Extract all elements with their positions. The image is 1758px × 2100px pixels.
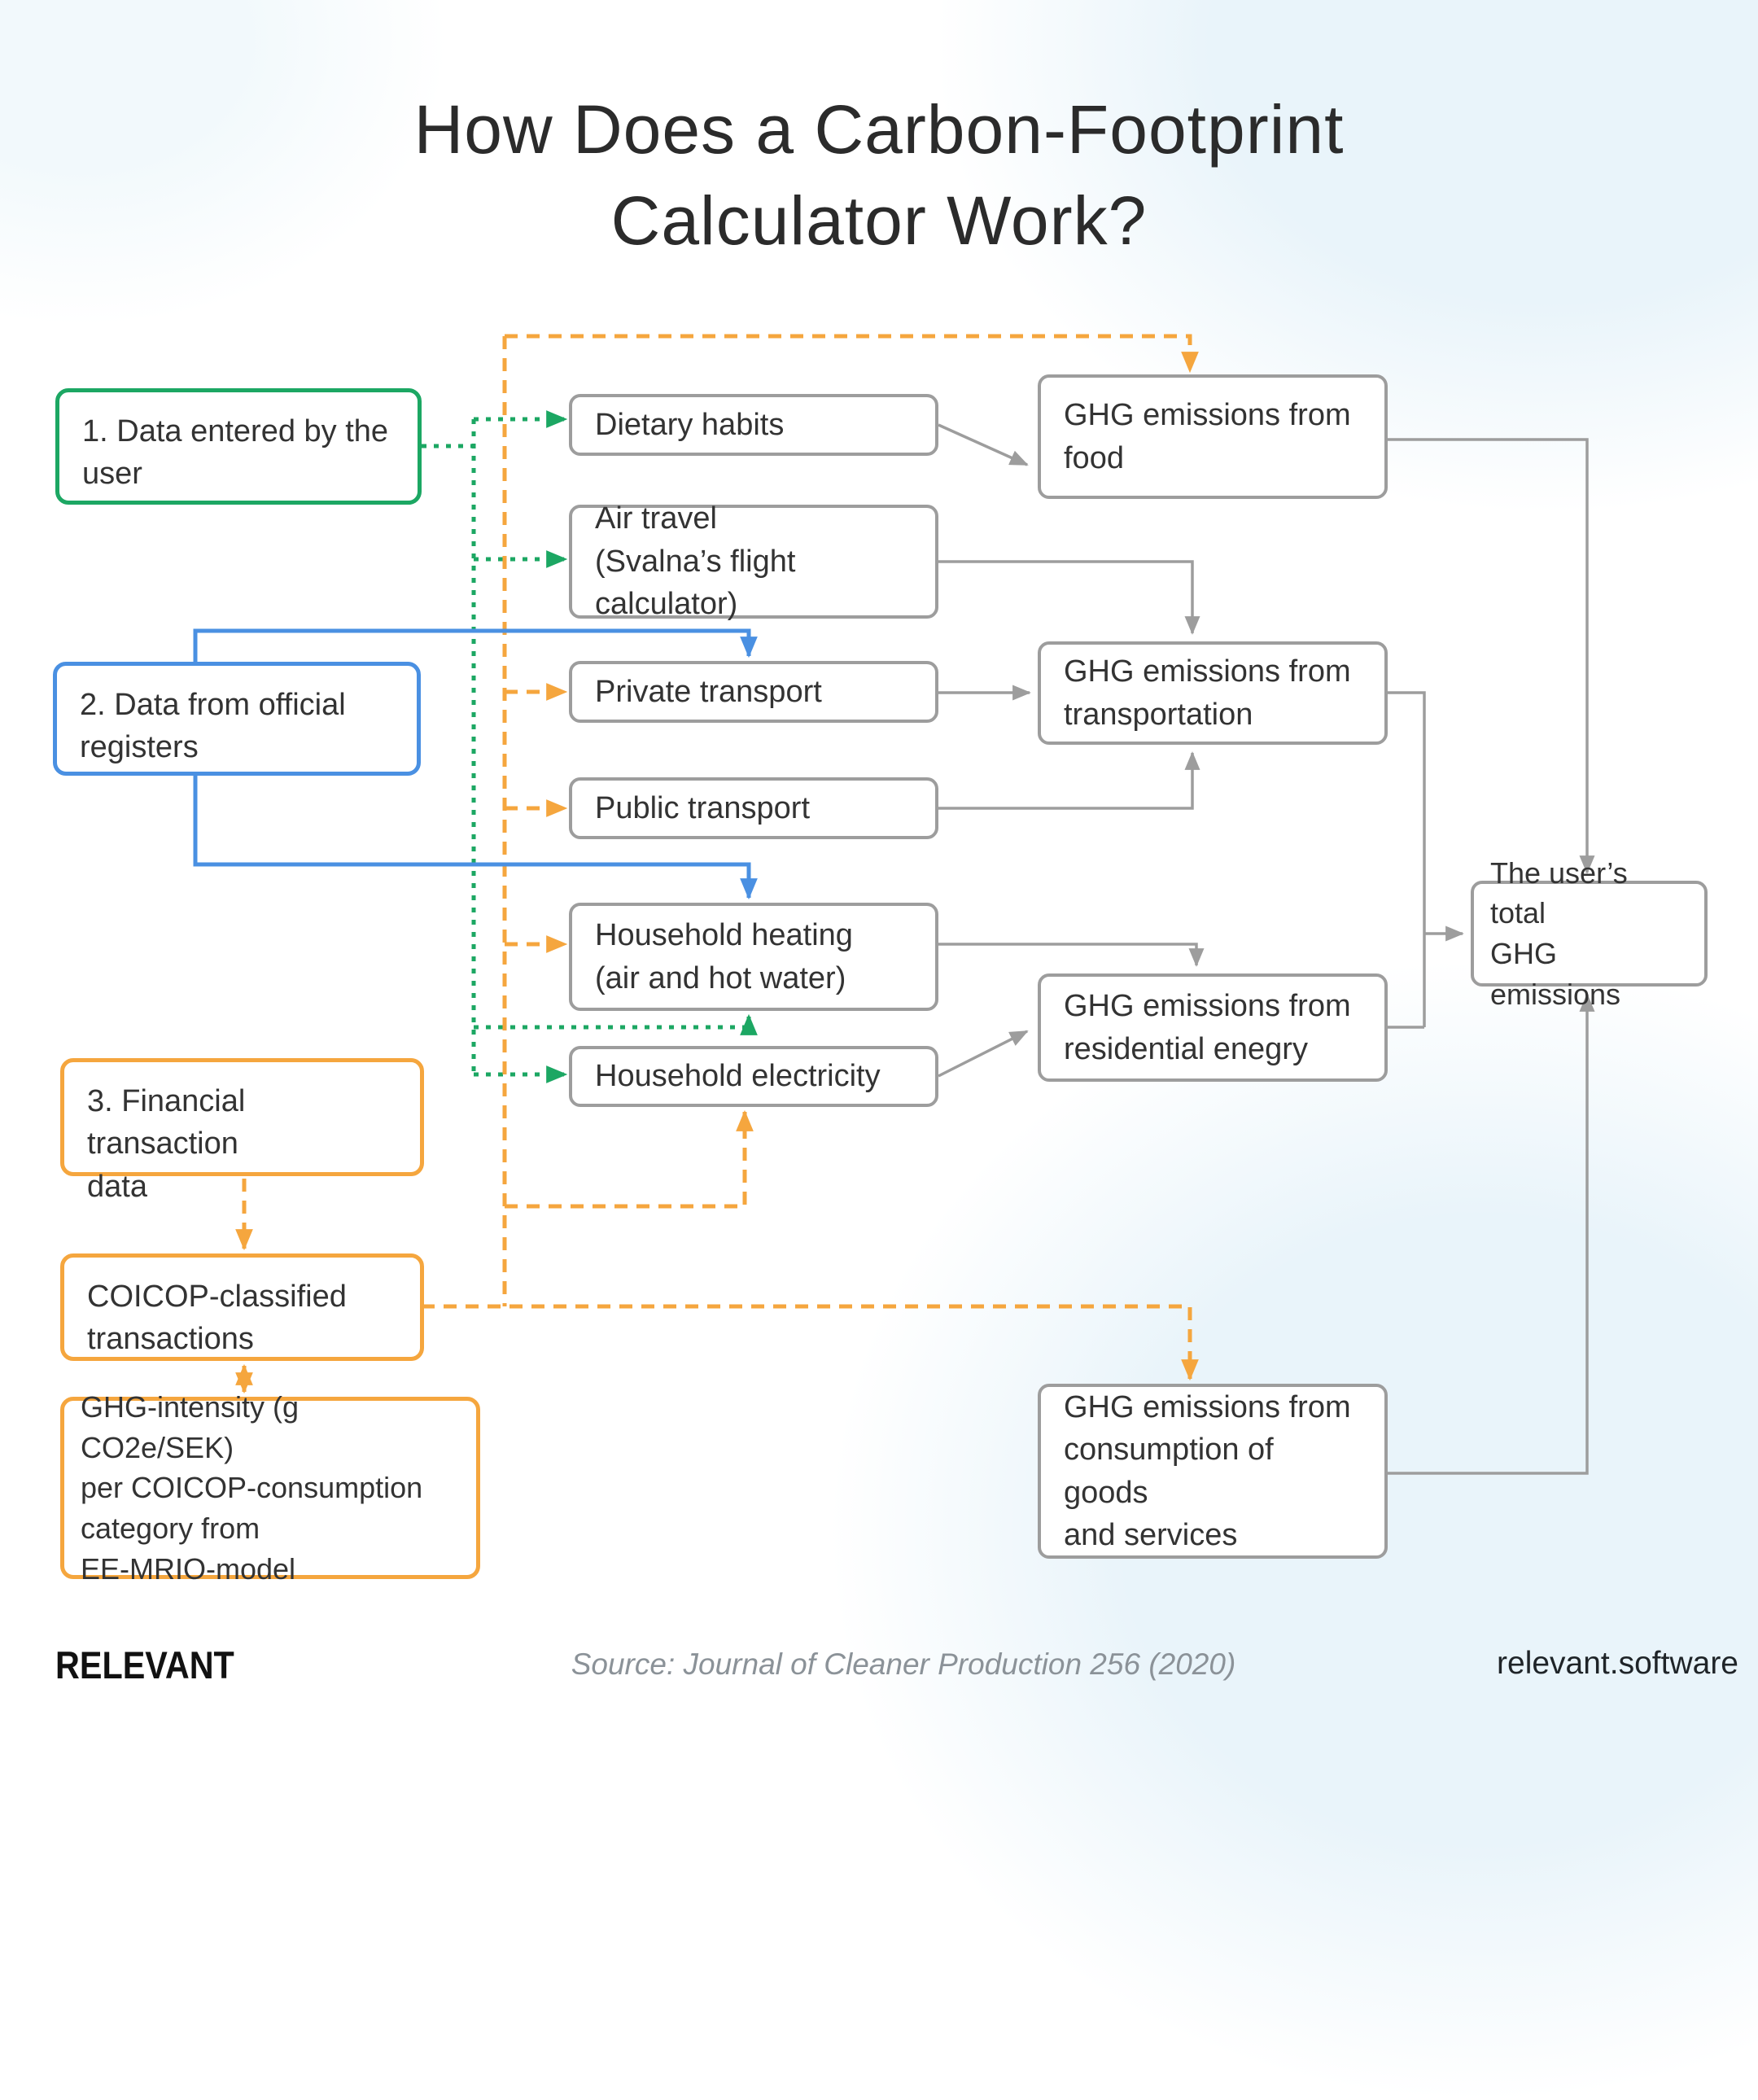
box-financial-transaction-data: 3. Financial transaction data — [60, 1058, 424, 1204]
box-ghg-emissions-consumption: GHG emissions from consumption of goods … — [1038, 1384, 1388, 1559]
gray-electricity-to-residential — [938, 1030, 1029, 1078]
green-to-household-heating — [474, 1013, 758, 1035]
brand-logo-relevant: RELEVANT — [55, 1643, 234, 1687]
gray-food-to-total — [1388, 438, 1595, 874]
gray-edges — [938, 423, 1595, 1475]
box-household-heating: Household heating (air and hot water) — [569, 903, 938, 1011]
blue-registers-to-household-heating — [193, 776, 758, 900]
gray-dietary-to-food — [938, 423, 1029, 466]
orange-top-to-ghg-food — [505, 334, 1199, 374]
box-user-total-ghg-emissions: The user’s total GHG emissions — [1471, 856, 1708, 1011]
gray-heating-to-residential — [938, 943, 1205, 967]
box-ghg-intensity-ee-mrio: GHG-intensity (g CO2e/SEK) per COICOP-co… — [60, 1390, 480, 1586]
green-edges — [422, 410, 758, 1083]
box-coicop-classified-transactions: COICOP-classified transactions — [60, 1253, 424, 1361]
blue-edges — [193, 628, 758, 900]
gray-consumption-to-total — [1388, 993, 1595, 1475]
box-data-entered-by-user: 1. Data entered by the user — [55, 388, 422, 505]
orange-to-household-electricity — [505, 1109, 754, 1209]
source-citation: Source: Journal of Cleaner Production 25… — [571, 1647, 1236, 1681]
orange-edges — [235, 334, 1199, 1394]
page-title: How Does a Carbon-Footprint Calculator W… — [413, 91, 1345, 259]
box-household-electricity: Household electricity — [569, 1046, 938, 1107]
flow-edges — [193, 334, 1595, 1475]
box-private-transport: Private transport — [569, 661, 938, 723]
website-link: relevant.software — [1497, 1646, 1738, 1681]
box-ghg-emissions-transportation: GHG emissions from transportation — [1038, 641, 1388, 745]
box-ghg-emissions-residential-energy: GHG emissions from residential enegry — [1038, 973, 1388, 1082]
box-dietary-habits: Dietary habits — [569, 394, 938, 456]
box-public-transport: Public transport — [569, 777, 938, 839]
box-ghg-emissions-food: GHG emissions from food — [1038, 374, 1388, 499]
blue-registers-to-private-transport — [193, 628, 758, 662]
orange-coicop-to-ghg-consumption — [422, 1304, 1199, 1381]
box-data-from-official-registers: 2. Data from official registers — [53, 662, 421, 776]
gray-public-to-transportation — [938, 751, 1200, 810]
gray-air-to-transportation — [938, 560, 1200, 635]
box-air-travel: Air travel (Svalna’s flight calculator) — [569, 501, 938, 621]
gray-transportation-to-junction — [1388, 691, 1426, 1027]
